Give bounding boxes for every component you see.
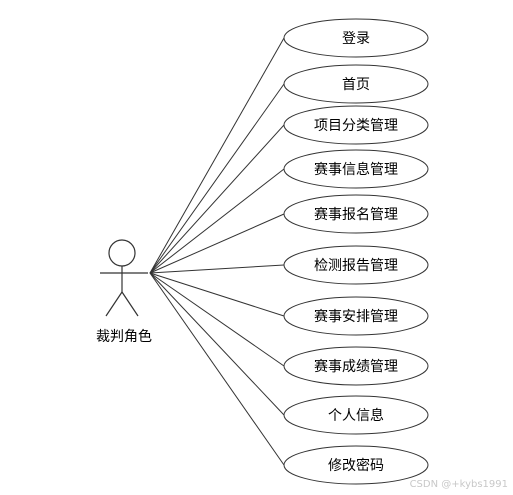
use-case-label: 检测报告管理 xyxy=(314,258,398,274)
use-cases: 登录首页项目分类管理赛事信息管理赛事报名管理检测报告管理赛事安排管理赛事成绩管理… xyxy=(283,18,429,485)
association-lines xyxy=(149,37,285,466)
use-case: 登录 xyxy=(283,18,429,58)
watermark: CSDN @+kybs1991 xyxy=(410,479,508,490)
association-line xyxy=(149,168,285,274)
association-line xyxy=(149,124,285,274)
use-case-label: 赛事信息管理 xyxy=(314,161,398,178)
association-line xyxy=(149,213,285,274)
use-case: 修改密码 xyxy=(283,445,429,485)
use-case-ellipse xyxy=(283,105,429,145)
use-case-label: 登录 xyxy=(342,31,370,47)
association-line xyxy=(149,272,285,367)
use-case-label: 赛事安排管理 xyxy=(314,309,398,325)
association-line xyxy=(149,37,285,274)
actor: 裁判角色 xyxy=(96,239,152,345)
use-case: 个人信息 xyxy=(283,395,429,435)
use-case-ellipse xyxy=(283,346,429,386)
use-case-label: 修改密码 xyxy=(328,457,384,474)
use-case-label: 赛事报名管理 xyxy=(314,207,398,223)
use-case: 赛事成绩管理 xyxy=(283,346,429,386)
use-case: 首页 xyxy=(283,64,429,104)
actor-left-leg xyxy=(105,291,123,317)
use-case: 赛事信息管理 xyxy=(283,149,429,189)
association-line xyxy=(149,83,285,274)
use-case-ellipse xyxy=(283,395,429,435)
use-case-ellipse xyxy=(283,296,429,336)
use-case: 项目分类管理 xyxy=(283,105,429,145)
use-case-ellipse xyxy=(283,194,429,234)
use-case-label: 个人信息 xyxy=(328,407,384,424)
use-case-label: 首页 xyxy=(342,77,370,93)
association-line xyxy=(149,264,285,274)
actor-head xyxy=(108,239,136,267)
use-case-ellipse xyxy=(283,18,429,58)
use-case: 赛事报名管理 xyxy=(283,194,429,234)
actor-right-leg xyxy=(121,291,139,317)
use-case-label: 项目分类管理 xyxy=(314,118,398,134)
use-case: 检测报告管理 xyxy=(283,245,429,285)
use-case: 赛事安排管理 xyxy=(283,296,429,336)
use-case-ellipse xyxy=(283,245,429,285)
association-line xyxy=(149,272,285,416)
association-line xyxy=(149,272,285,466)
use-case-ellipse xyxy=(283,64,429,104)
use-case-ellipse xyxy=(283,445,429,485)
actor-label: 裁判角色 xyxy=(96,328,152,345)
use-case-label: 赛事成绩管理 xyxy=(314,359,398,375)
association-line xyxy=(149,272,285,317)
use-case-ellipse xyxy=(283,149,429,189)
